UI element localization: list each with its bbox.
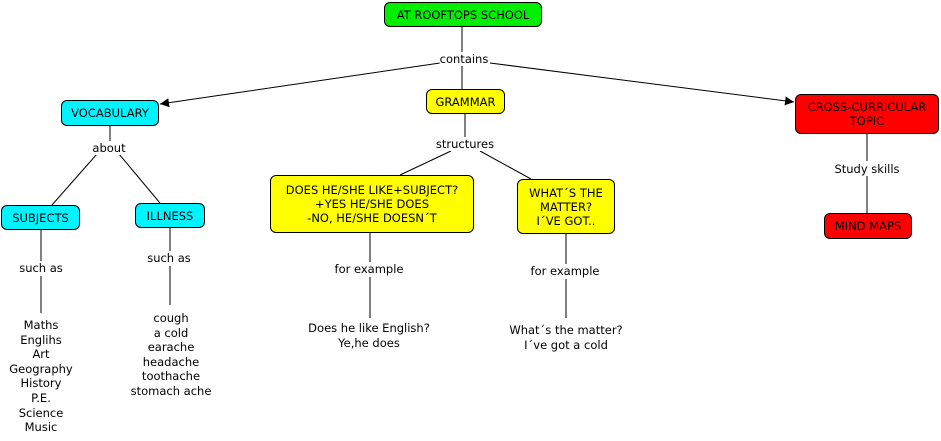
line-structures-does	[399, 150, 452, 176]
mind-maps-node: MIND MAPS	[824, 213, 912, 239]
link-label-for-example-does: for example	[334, 262, 404, 276]
does-he-like-node: DOES HE/SHE LIKE+SUBJECT? +YES HE/SHE DO…	[270, 175, 474, 233]
line-about-subjects	[51, 153, 98, 206]
line-about-illness	[118, 153, 161, 204]
link-label-for-example-whats: for example	[530, 264, 600, 278]
link-label-study-skills: Study skills	[834, 162, 900, 176]
root-node: AT ROOFTOPS SCHOOL	[384, 2, 542, 27]
does-example-text: Does he like English? Ye,he does	[308, 321, 430, 350]
whats-example-text: What´s the matter? I´ve got a cold	[509, 323, 623, 352]
subjects-list: Maths Englihs Art Geography History P.E.…	[9, 318, 73, 435]
link-label-contains: contains	[439, 52, 489, 66]
illness-node: ILLNESS	[135, 203, 205, 228]
link-label-such-as-subjects: such as	[19, 261, 63, 275]
cross-curricular-node: CROSS-CURRICULAR TOPIC	[795, 94, 939, 134]
whats-the-matter-node: WHAT´S THE MATTER? I´VE GOT..	[517, 179, 615, 234]
subjects-node: SUBJECTS	[1, 205, 80, 230]
arrow-to-vocabulary	[159, 62, 441, 108]
link-label-about: about	[92, 141, 126, 155]
link-label-such-as-illness: such as	[147, 251, 191, 265]
link-label-structures: structures	[435, 137, 495, 151]
arrow-to-cross	[489, 62, 795, 106]
illness-list: cough a cold earache headache toothache …	[130, 311, 212, 398]
grammar-node: GRAMMAR	[426, 89, 505, 114]
line-structures-whats	[479, 150, 532, 180]
vocabulary-node: VOCABULARY	[61, 100, 159, 126]
